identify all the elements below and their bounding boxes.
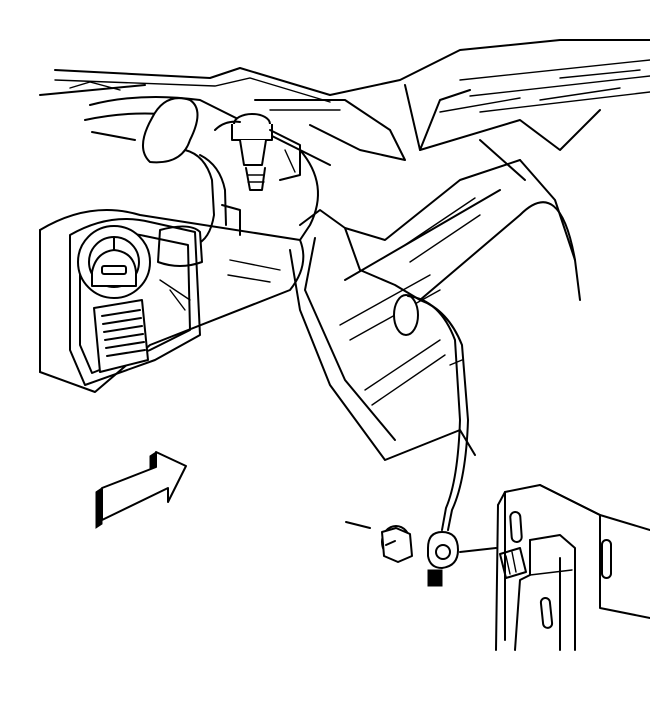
- brake-switch-assembly: [214, 113, 301, 191]
- vent-grille: [93, 299, 149, 373]
- steering-column: [84, 95, 406, 241]
- brake-pedal-arm: [289, 139, 581, 461]
- dash-panel-structure: [39, 39, 650, 151]
- mounting-bracket: [495, 484, 650, 651]
- direction-arrow: [95, 451, 187, 529]
- wiring-harness-left: [142, 97, 241, 267]
- electrical-connector: [77, 225, 151, 299]
- mounting-stud: [459, 547, 527, 579]
- harness-boot: [142, 97, 199, 164]
- ground-terminal: [427, 531, 459, 587]
- ground-wire: [393, 294, 469, 531]
- wire-grommet: [393, 294, 419, 336]
- fastener-nut: [345, 521, 413, 563]
